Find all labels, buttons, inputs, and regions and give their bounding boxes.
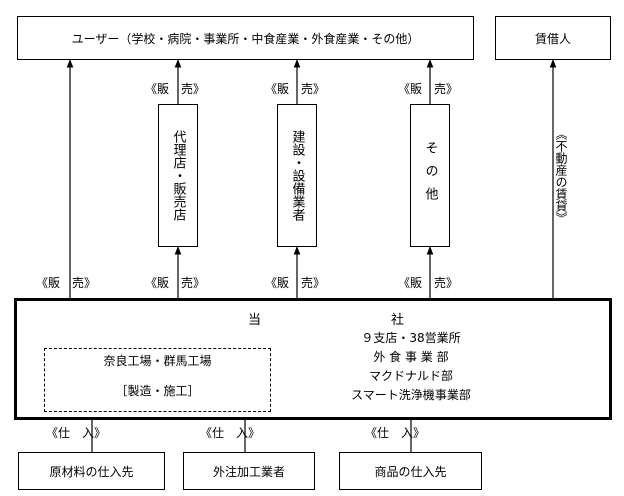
users-box: ユーザー（学校・病院・事業所・中食産業・外食産業・その他） — [17, 16, 474, 60]
sales-label-agent-lower: 《販 売》 — [145, 276, 206, 290]
goods-supplier-label: 商品の仕入先 — [374, 464, 447, 479]
agent-dealer-label: 代理店・販売店 — [170, 130, 186, 221]
division-branches: ９支店・38営業所 — [361, 331, 461, 345]
purchase-label-goods: 《仕 入》 — [365, 426, 426, 440]
purchase-label-raw-material: 《仕 入》 — [46, 426, 107, 440]
company-box — [14, 298, 612, 420]
sales-label-contractor-upper: 《販 売》 — [265, 82, 326, 96]
agent-dealer-box: 代理店・販売店 — [158, 104, 198, 247]
subcontractor-box: 外注加工業者 — [183, 452, 315, 490]
construction-contractor-label: 建設・設備業者 — [289, 130, 305, 221]
division-smart-washer: スマート洗浄機事業部 — [351, 388, 471, 402]
raw-material-supplier-box: 原材料の仕入先 — [18, 452, 165, 490]
company-divisions: ９支店・38営業所 外 食 事 業 部 マクドナルド部 スマート洗浄機事業部 — [336, 329, 486, 405]
factory-box — [44, 348, 271, 412]
lease-label: 《不動産の賃貸》 — [554, 128, 568, 224]
goods-supplier-box: 商品の仕入先 — [339, 452, 482, 490]
lessee-box-label: 賃借人 — [534, 31, 571, 46]
sales-label-other-lower: 《販 売》 — [398, 276, 459, 290]
purchase-label-subcontractor: 《仕 入》 — [200, 426, 261, 440]
company-name: 当 社 — [248, 313, 405, 328]
factory-role: ［製造・施工］ — [115, 384, 200, 398]
sales-label-agent-upper: 《販 売》 — [145, 82, 206, 96]
sales-label-direct: 《販 売》 — [36, 276, 97, 290]
raw-material-supplier-label: 原材料の仕入先 — [49, 464, 134, 479]
sales-label-contractor-lower: 《販 売》 — [265, 276, 326, 290]
other-box: その他 — [410, 104, 450, 247]
other-label: その他 — [422, 141, 438, 210]
users-box-label: ユーザー（学校・病院・事業所・中食産業・外食産業・その他） — [71, 31, 420, 46]
division-mcdonalds: マクドナルド部 — [368, 369, 453, 383]
lessee-box: 賃借人 — [495, 16, 611, 60]
sales-label-other-upper: 《販 売》 — [398, 82, 459, 96]
construction-contractor-box: 建設・設備業者 — [277, 104, 317, 247]
division-food-service: 外 食 事 業 部 — [373, 350, 449, 364]
factory-name: 奈良工場・群馬工場 — [103, 354, 212, 368]
subcontractor-label: 外注加工業者 — [212, 464, 285, 479]
